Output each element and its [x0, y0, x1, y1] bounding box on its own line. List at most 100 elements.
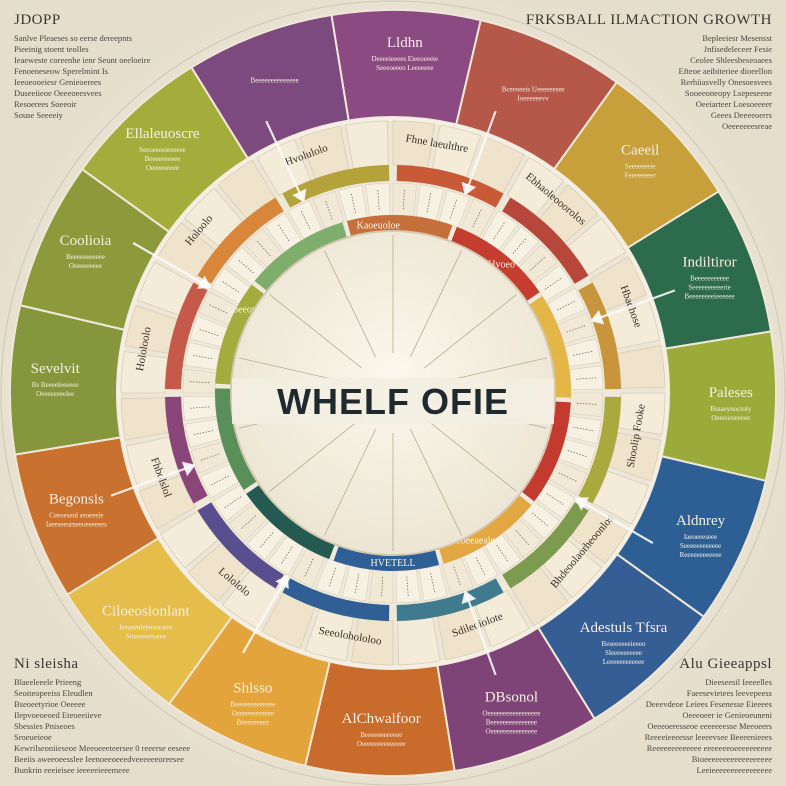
- corner-note-line: Kewrilseoniieseoe Meeoeeeteersee 0 reeer…: [14, 743, 191, 753]
- outer-segment-note: Beeeeeeeeee: [145, 155, 181, 163]
- pointer-arrow-head: [181, 461, 196, 477]
- inner-card: [569, 392, 604, 418]
- inner-card-text-mark: [573, 426, 594, 432]
- corner-note-line: Oeeeeeeesreae: [721, 121, 772, 131]
- band-segment: [502, 197, 589, 284]
- inner-card-text-mark: [496, 544, 509, 562]
- inner-card-text-mark: [189, 381, 210, 384]
- inner-card-text-mark: [304, 558, 314, 577]
- outer-segment-label: Paleses: [709, 385, 753, 401]
- center-title-plate: [232, 378, 554, 424]
- corner-note-line: Ceolee Shleesbeseoaees: [690, 55, 772, 65]
- corner-note-line: Ilepvoeoeoed Eteoeeiieve: [14, 710, 102, 720]
- inner-card-text-mark: [493, 222, 505, 240]
- outer-segment-label: Ciloeosionlant: [102, 604, 190, 620]
- colored-band-ring: [165, 165, 621, 621]
- outer-segment-note: Beeeeeeeeeeeeeee: [486, 719, 537, 727]
- outer-divider: [117, 117, 669, 669]
- inner-card-text-mark: [453, 566, 461, 586]
- corner-note-line: Beeiis aweeoeesslee Ieenoeeoeeedveeeeeeo…: [14, 754, 184, 764]
- label-card: [397, 617, 441, 666]
- inner-card-text-mark: [199, 328, 219, 336]
- band-segment: [396, 165, 504, 208]
- inner-card-text-mark: [325, 200, 333, 220]
- center-spoke: [424, 294, 517, 369]
- outer-segment-label: Coolioia: [60, 233, 112, 249]
- center-spoke: [409, 428, 462, 536]
- inner-ring-label: Hvoeo: [488, 260, 515, 271]
- inner-card-text-mark: [200, 453, 220, 461]
- label-card: [617, 345, 666, 389]
- inner-card-text-mark: [224, 496, 242, 509]
- inner-card-text-mark: [256, 240, 271, 257]
- outer-segment-note: Bs Beeeeleeeeee: [32, 381, 79, 389]
- corner-note-line: Deeevdeoe Leiees Fesenesse Eieeees: [645, 699, 772, 709]
- center-title: WHELF OFIE: [277, 381, 509, 422]
- band-segment: [578, 282, 621, 390]
- inner-card: [569, 365, 604, 391]
- inner-card-text-mark: [328, 567, 336, 587]
- outer-segment-label: Lldhn: [387, 35, 423, 51]
- center-spoke: [324, 250, 377, 358]
- inner-card-text-mark: [430, 573, 436, 593]
- outer-segment-note: Oeeeoreeeeee: [711, 414, 750, 422]
- corner-note-line: Bepleeiesr Mesensst: [702, 33, 772, 43]
- inner-card-text-mark: [350, 193, 356, 213]
- pointer-arrow: [465, 110, 497, 192]
- pointer-arrow: [110, 465, 192, 497]
- pointer-arrow-head: [292, 188, 307, 203]
- pointer-arrow-head: [574, 497, 590, 511]
- outer-segment-note: Deeeeieeees Eieeoeeeie: [371, 55, 438, 63]
- inner-ring-label: Loeeoveo: [227, 305, 266, 316]
- pointer-arrows: [110, 110, 676, 676]
- inner-card-text-mark: [238, 259, 254, 274]
- inner-card-text-mark: [475, 557, 486, 576]
- corner-note-line: Sroeueieoe: [14, 732, 52, 742]
- outer-segment-note: Leeeeeeeeeeee: [603, 658, 645, 666]
- inner-card-text-mark: [277, 224, 290, 242]
- inner-card-text-mark: [544, 277, 562, 290]
- outer-segment-note: Oeeeeeeeeeeee: [232, 710, 274, 718]
- inner-card-text-mark: [557, 300, 576, 311]
- inner-card-text-mark: [354, 573, 360, 594]
- band-segment: [282, 578, 390, 621]
- outer-segment-note: Oeeeeeeeeeeeeeee: [486, 728, 538, 736]
- outer-segment-note: Oeeeeeeeeeeeeee: [357, 740, 406, 748]
- band-segment: [165, 282, 208, 390]
- inner-card-text-mark: [529, 256, 546, 271]
- inner-card-text-mark: [381, 576, 384, 597]
- outer-segment-note: Ceeoesenl seoeeele: [49, 511, 103, 519]
- corner-note-line: Dieeseesil Ieeeelles: [705, 677, 772, 687]
- inner-card-text-mark: [566, 325, 586, 333]
- inner-card-text-mark: [300, 210, 311, 229]
- pointer-arrow-head: [196, 275, 212, 289]
- outer-segment-note: Seeoeeeeieeeeee: [139, 146, 186, 154]
- corner-note-line: Ieeoeooeiesr Genieoerees: [14, 77, 102, 87]
- outer-segment-note: Oeeeeeeeee: [146, 164, 179, 172]
- band-segment: [396, 578, 504, 621]
- corner-note-line: Oeeeoeer ie Genieoeuneni: [682, 710, 772, 720]
- corner-title-top-left: JDOPP: [14, 12, 61, 28]
- corner-note-line: Leeieeeeeeeeeeeeeeee: [696, 765, 772, 775]
- outer-segment-note: Ieeaeenieleosnoere: [119, 624, 172, 632]
- inner-card-text-mark: [209, 304, 228, 314]
- inner-card-text-mark: [240, 515, 257, 530]
- corner-note-line: Geees Deeeeoerrs: [710, 110, 772, 120]
- label-card: [345, 120, 389, 169]
- pointer-arrow-head: [461, 181, 477, 196]
- band-segment: [502, 502, 589, 589]
- outer-segment-note: Bceeoeeis Ueeeeeesee: [502, 85, 565, 93]
- pointer-arrow: [594, 289, 676, 321]
- outer-segment-note: Seeeeeeeie: [625, 162, 656, 170]
- inner-color-segment: [450, 226, 540, 303]
- outer-segment-label: Sevelvit: [31, 361, 81, 377]
- inner-card-text-mark: [576, 402, 597, 405]
- corner-note-line: Bseoeetyrioe Oeeeee: [14, 699, 86, 709]
- corner-notes-top-right: FRKSBALL ILMACTION GROWTH Bepleeiesr Mes…: [526, 12, 772, 132]
- outer-segment-note: Bssaeynoctoly: [710, 405, 751, 413]
- outer-segment-note: Beeeeeeeeeeee: [360, 731, 402, 739]
- inner-card-text-mark: [402, 189, 405, 210]
- center-spoke: [409, 250, 462, 358]
